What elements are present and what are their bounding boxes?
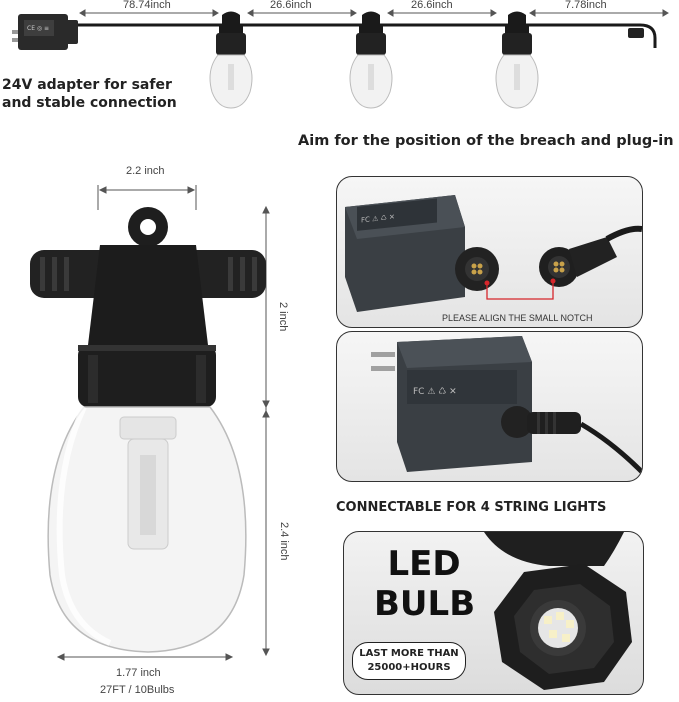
end-cap-icon	[628, 28, 644, 38]
bulb-height-label: 2.4 inch	[278, 520, 290, 563]
dimension-label: 26.6inch	[267, 0, 315, 11]
bulb-icon	[209, 11, 253, 109]
led-bulb-panel: LED BULB LAST MORE THAN 25000+HOURS	[343, 531, 644, 695]
led-title-line1: LED	[387, 544, 461, 584]
adapter-caption-line1: 24V adapter for safer	[2, 77, 172, 93]
bulb-icon	[349, 11, 393, 109]
led-bulb-title: LED BULB	[374, 544, 476, 624]
connectable-heading: CONNECTABLE FOR 4 STRING LIGHTS	[336, 500, 607, 515]
bulb-diagram	[30, 185, 270, 661]
dimension-arrows	[79, 9, 669, 17]
adapter-caption-line2: and stable connection	[2, 95, 177, 111]
dimension-label: 26.6inch	[408, 0, 456, 11]
svg-text:FC ⚠ ♺ ✕: FC ⚠ ♺ ✕	[413, 387, 457, 397]
lifetime-badge-line2: 25000+HOURS	[367, 662, 451, 673]
adapter-icon: CE ◎ ≡	[12, 14, 78, 50]
align-heading: Aim for the position of the breach and p…	[298, 133, 674, 149]
width-top-label: 2.2 inch	[124, 165, 167, 177]
spec-label: 27FT / 10Bulbs	[100, 684, 175, 696]
dimension-label: 78.74inch	[120, 0, 174, 11]
adapter-illustration: FC ⚠ ♺ ✕	[371, 336, 642, 474]
dimension-label: 7.78inch	[562, 0, 610, 11]
svg-text:FC ⚠ ♺ ✕: FC ⚠ ♺ ✕	[361, 212, 395, 225]
lifetime-badge-line1: LAST MORE THAN	[359, 648, 459, 659]
connector-align-panel: FC ⚠ ♺ ✕ PLEASE ALIGN THE SMALL NOTCH	[336, 176, 643, 328]
bulb-icon	[495, 11, 539, 109]
connector-illustration: FC ⚠ ♺ ✕	[345, 195, 642, 312]
align-notch-notice: PLEASE ALIGN THE SMALL NOTCH	[442, 313, 593, 323]
width-bottom-label: 1.77 inch	[116, 667, 161, 679]
lifetime-badge: LAST MORE THAN 25000+HOURS	[352, 642, 466, 680]
adapter-panel: FC ⚠ ♺ ✕	[336, 331, 643, 482]
svg-text:CE ◎ ≡: CE ◎ ≡	[27, 25, 49, 32]
led-title-line2: BULB	[374, 584, 476, 624]
cable	[76, 23, 657, 48]
socket-height-label: 2 inch	[277, 300, 289, 334]
adapter-caption: 24V adapter for safer and stable connect…	[2, 76, 177, 112]
string-light-strip: CE ◎ ≡	[12, 9, 669, 109]
led-socket-illustration	[484, 532, 632, 690]
